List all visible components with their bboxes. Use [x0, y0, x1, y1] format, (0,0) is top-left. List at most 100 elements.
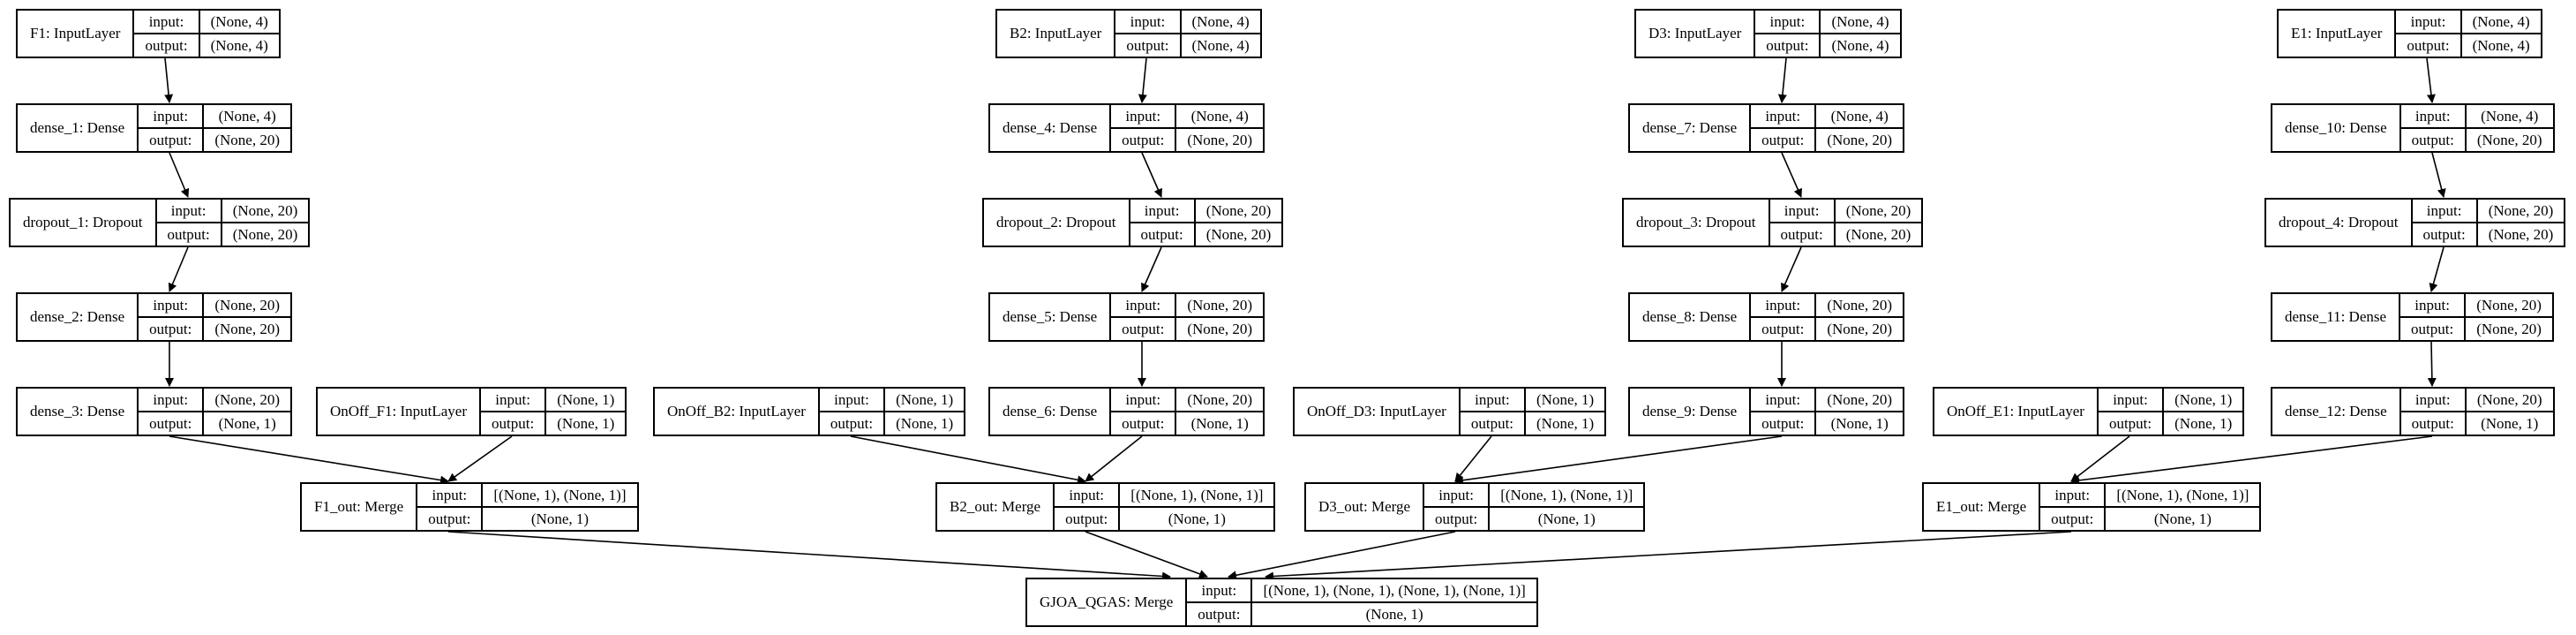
- input-label: input:: [1769, 200, 1834, 223]
- port-labels: input:output:: [2400, 105, 2467, 151]
- input-shape: (None, 20): [1816, 294, 1903, 318]
- edge-dense-1-to-dropout-1: [169, 152, 190, 198]
- edge-b2-out-to-gjoa-qgas: [1085, 531, 1208, 578]
- layer-name: dense_8: Dense: [1630, 294, 1752, 340]
- input-label: input:: [2098, 389, 2163, 412]
- edge-onoff-e1-to-e1-out: [2070, 435, 2130, 482]
- output-shape: (None, 1): [2153, 510, 2212, 527]
- layer-name: F1: InputLayer: [18, 11, 135, 57]
- output-label: output:: [2411, 131, 2454, 148]
- port-labels: input:output:: [417, 484, 484, 530]
- edge-onoff-d3-to-d3-out: [1454, 435, 1492, 482]
- input-label: input:: [481, 389, 545, 412]
- port-shapes: (None, 20)(None, 20): [2477, 200, 2565, 246]
- port-labels: input:output:: [2400, 294, 2467, 340]
- layer-name: dense_12: Dense: [2272, 389, 2401, 435]
- port-labels: input:output:: [1751, 105, 1817, 151]
- edge-dense-11-to-dense-12: [2427, 341, 2437, 387]
- layer-name: dense_4: Dense: [990, 105, 1112, 151]
- output-label: output:: [1761, 414, 1805, 432]
- port-labels: input:output:: [2412, 200, 2478, 246]
- port-shapes: (None, 20)(None, 1): [1816, 389, 1903, 435]
- input-shape: (None, 1): [546, 389, 626, 412]
- output-label: output:: [1766, 36, 1809, 54]
- output-label: output:: [149, 414, 192, 432]
- port-shapes: [(None, 1), (None, 1)](None, 1): [1120, 484, 1274, 530]
- input-shape: [(None, 1), (None, 1)]: [1490, 484, 1644, 508]
- input-label: input:: [156, 200, 221, 223]
- port-shapes: (None, 4)(None, 20): [2466, 105, 2553, 151]
- edge-d3-out-to-gjoa-qgas: [1228, 531, 1456, 580]
- port-labels: input:output:: [2400, 389, 2467, 435]
- layer-name: E1: InputLayer: [2279, 11, 2397, 57]
- edge-dense-4-to-dropout-2: [1141, 152, 1162, 198]
- port-labels: input:output:: [1755, 11, 1821, 57]
- input-label: input:: [139, 105, 203, 129]
- edge-onoff-f1-to-f1-out: [447, 435, 513, 482]
- layer-name: F1_out: Merge: [302, 484, 418, 530]
- input-label: input:: [1111, 294, 1175, 318]
- port-shapes: (None, 4)(None, 4): [2461, 11, 2541, 57]
- port-shapes: (None, 1)(None, 1): [546, 389, 626, 435]
- input-label: input:: [2040, 484, 2105, 508]
- edge-dense-10-to-dropout-4: [2431, 152, 2446, 198]
- input-shape: (None, 4): [1816, 105, 1903, 129]
- port-shapes: (None, 1)(None, 1): [1526, 389, 1605, 435]
- input-shape: [(None, 1), (None, 1)]: [1120, 484, 1274, 508]
- input-label: input:: [2400, 294, 2465, 318]
- input-shape: (None, 4): [1821, 11, 1900, 34]
- output-shape: (None, 20): [1827, 320, 1892, 337]
- layer-name: dense_7: Dense: [1630, 105, 1752, 151]
- output-label: output:: [830, 414, 874, 432]
- port-labels: input:output:: [1115, 11, 1182, 57]
- edge-b2-to-dense-4: [1138, 57, 1147, 103]
- layer-name: OnOff_D3: InputLayer: [1295, 389, 1461, 435]
- edge-dropout-4-to-dense-11: [2429, 246, 2445, 292]
- layer-name: dropout_3: Dropout: [1624, 200, 1770, 246]
- input-shape: [(None, 1), (None, 1)]: [2106, 484, 2260, 508]
- output-shape: (None, 1): [1190, 414, 1249, 432]
- input-label: input:: [819, 389, 884, 412]
- input-shape: (None, 4): [204, 105, 290, 129]
- input-label: input:: [1111, 389, 1175, 412]
- output-label: output:: [1761, 131, 1805, 148]
- port-shapes: (None, 4)(None, 20): [1176, 105, 1263, 151]
- input-label: input:: [1111, 105, 1175, 129]
- port-labels: input:output:: [139, 294, 205, 340]
- output-label: output:: [428, 510, 471, 527]
- port-labels: input:output:: [481, 389, 547, 435]
- port-shapes: (None, 4)(None, 4): [1181, 11, 1260, 57]
- port-labels: input: output:: [1111, 389, 1177, 435]
- input-label: input:: [139, 294, 203, 318]
- output-shape: (None, 1): [1537, 510, 1596, 527]
- output-label: output:: [1122, 131, 1165, 148]
- output-shape: (None, 4): [2472, 36, 2530, 54]
- edge-dense-12-to-e1-out: [2070, 435, 2433, 485]
- layer-name: dropout_2: Dropout: [984, 200, 1130, 246]
- output-shape: (None, 1): [1536, 414, 1595, 432]
- output-shape: (None, 1): [530, 510, 590, 527]
- input-shape: (None, 20): [204, 294, 290, 318]
- output-shape: (None, 20): [214, 320, 280, 337]
- output-shape: (None, 20): [2476, 131, 2542, 148]
- output-shape: (None, 20): [214, 131, 280, 148]
- layer-name: dense_6: Dense: [990, 389, 1112, 435]
- output-label: output:: [167, 225, 210, 243]
- input-shape: (None, 4): [1176, 105, 1263, 129]
- port-shapes: [(None, 1), (None, 1)](None, 1): [483, 484, 637, 530]
- input-shape: (None, 20): [1816, 389, 1903, 412]
- output-label: output:: [2411, 414, 2454, 432]
- output-label: output:: [1122, 414, 1165, 432]
- port-shapes: (None, 20)(None, 20): [1835, 200, 1922, 246]
